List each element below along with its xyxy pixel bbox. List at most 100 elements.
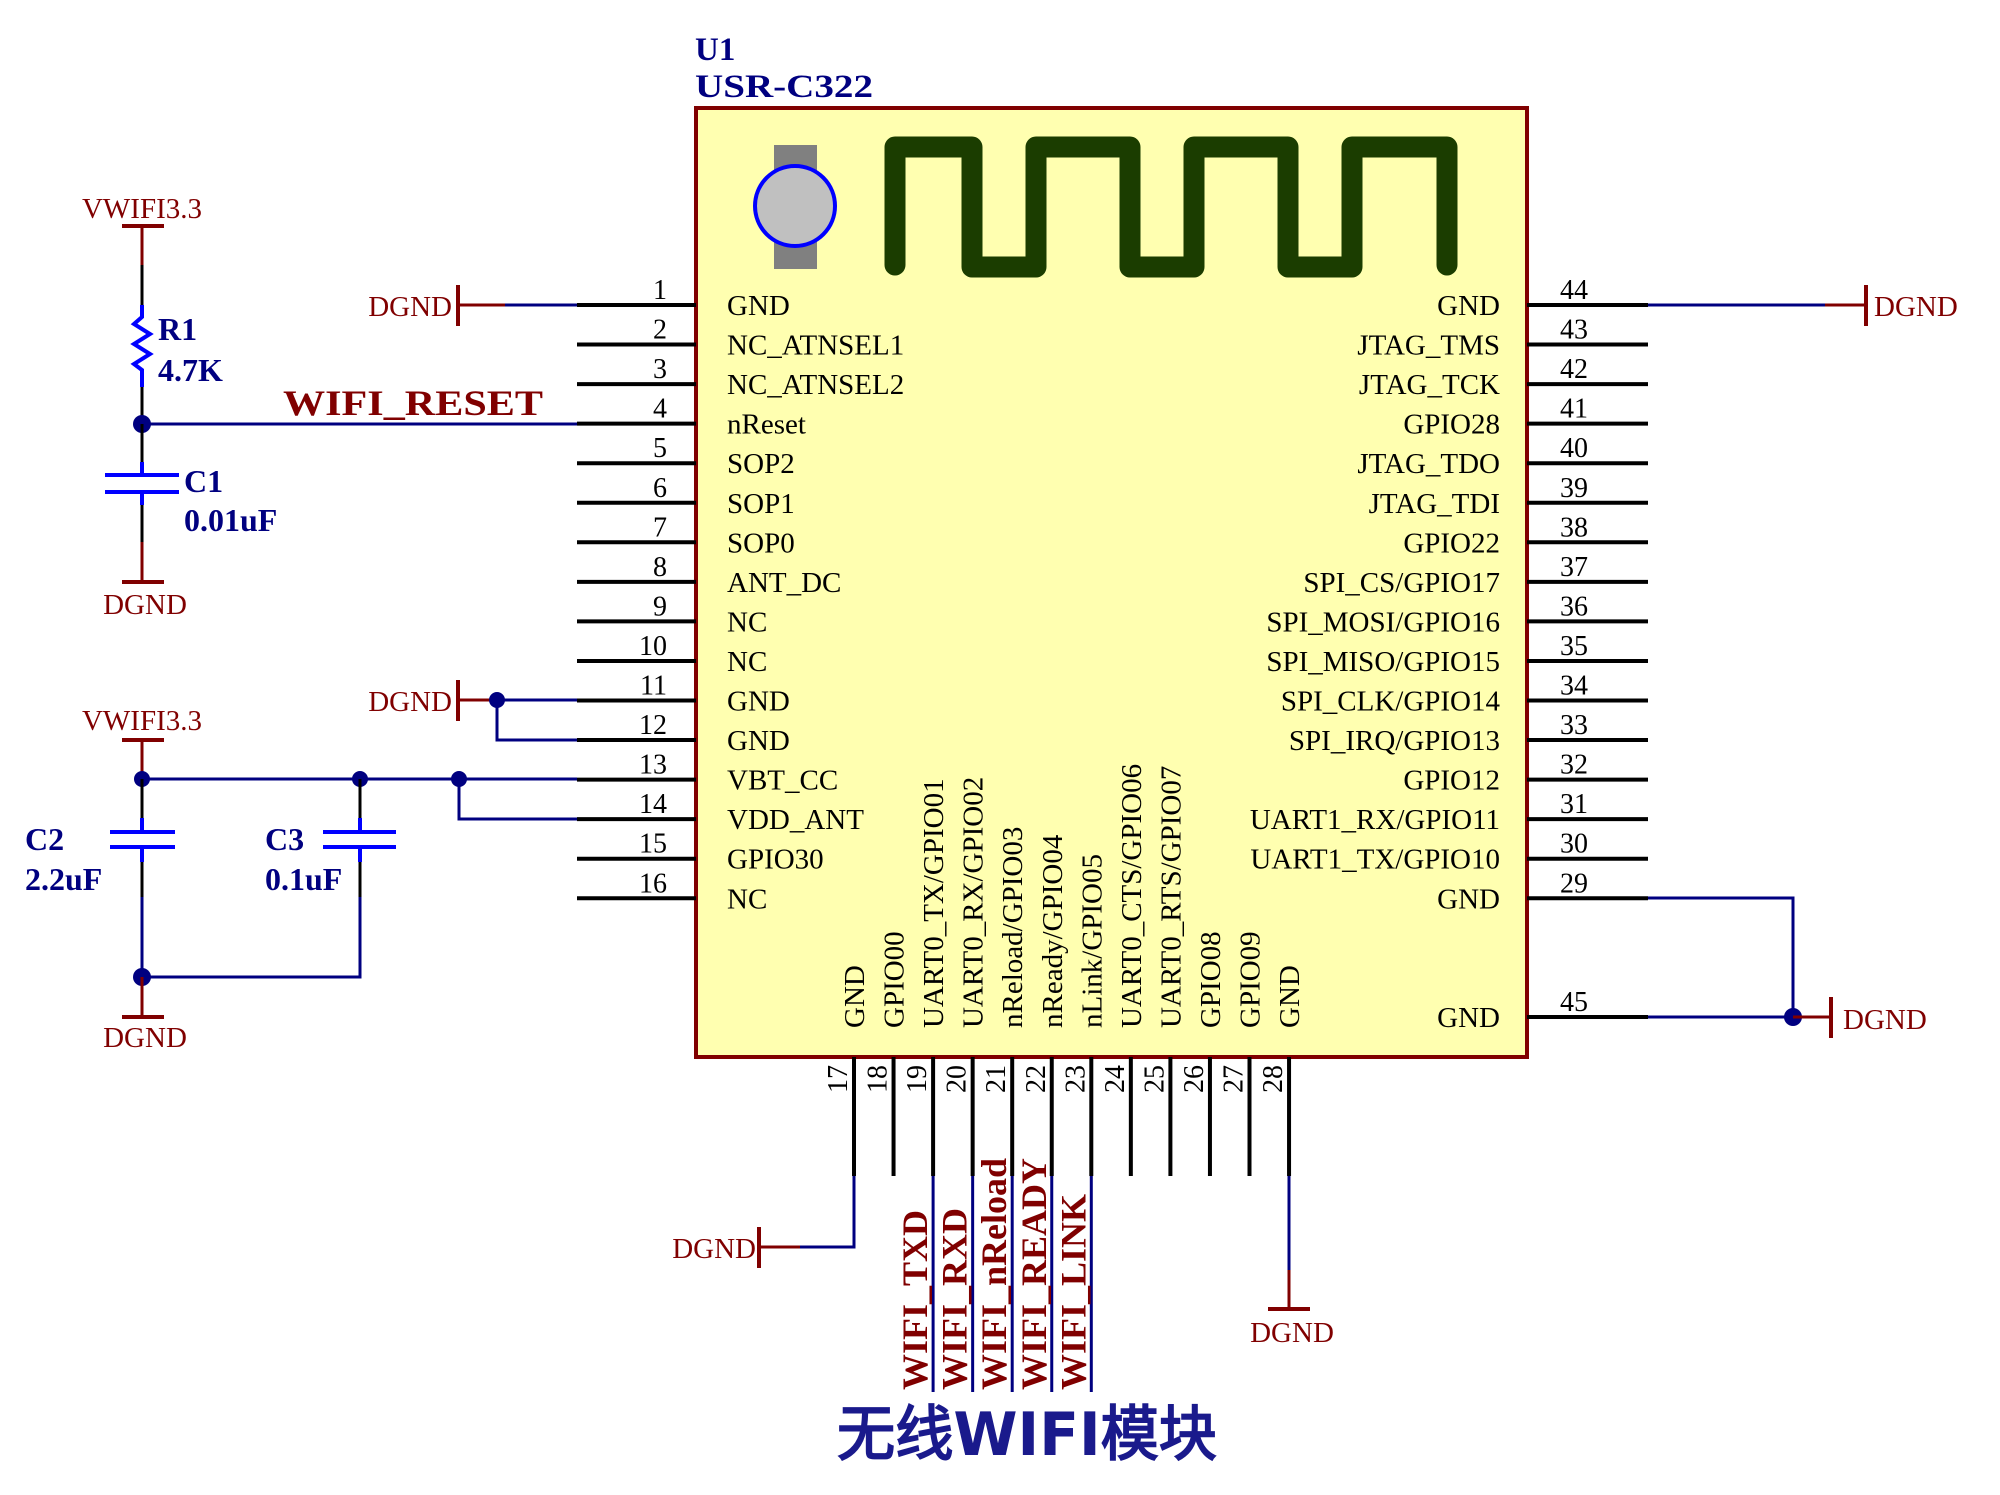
pin-number: 45 — [1560, 987, 1588, 1018]
pin-24[interactable]: 24 UART0_CTS/GPIO06 — [1100, 764, 1148, 1176]
c3-value: 0.1uF — [265, 861, 342, 897]
pin-name: GND — [1437, 290, 1500, 322]
pin-number: 35 — [1560, 631, 1588, 662]
pin-number: 14 — [639, 789, 667, 820]
pin-10[interactable]: 10 NC — [577, 631, 767, 678]
pin-name: nReady/GPIO04 — [1037, 834, 1069, 1028]
capacitor-c3[interactable] — [323, 818, 396, 862]
gnd-label: DGND — [103, 1022, 187, 1054]
pin-name: UART0_CTS/GPIO06 — [1116, 764, 1148, 1028]
pin28-gnd-net: DGND — [1250, 1176, 1334, 1349]
pin-45[interactable]: 45 GND — [1437, 987, 1648, 1034]
pin-name: NC — [727, 606, 767, 638]
c2-designator: C2 — [25, 821, 64, 857]
c1-value: 0.01uF — [184, 502, 277, 538]
pin-name: GPIO28 — [1403, 409, 1500, 441]
module-body[interactable] — [694, 106, 1529, 1059]
pin-name: SPI_MOSI/GPIO16 — [1266, 606, 1500, 638]
module-designator: U1 — [695, 32, 735, 68]
pin-number: 24 — [1100, 1065, 1131, 1093]
pin-number: 39 — [1560, 473, 1588, 504]
bottom-pins: 17GND18GPIO0019UART0_TX/GPIO0120UART0_RX… — [823, 764, 1306, 1176]
capacitor-c2[interactable] — [110, 818, 175, 862]
pin-number: 43 — [1560, 315, 1588, 346]
pin-30[interactable]: 30 UART1_TX/GPIO10 — [1250, 829, 1648, 876]
pin-number: 31 — [1560, 789, 1588, 820]
pin-number: 6 — [653, 473, 667, 504]
pin-name: NC — [727, 646, 767, 678]
pin-number: 33 — [1560, 710, 1588, 741]
pin-name: UART1_TX/GPIO10 — [1250, 844, 1500, 876]
gnd-label: DGND — [1874, 291, 1958, 323]
pin1-gnd-net: DGND — [368, 285, 577, 326]
pin-name: SPI_MISO/GPIO15 — [1266, 646, 1500, 678]
c1-designator: C1 — [184, 463, 223, 499]
pin-35[interactable]: 35 SPI_MISO/GPIO15 — [1266, 631, 1648, 678]
pin-name: VBT_CC — [727, 765, 838, 797]
gnd-label: DGND — [672, 1233, 756, 1265]
pin-name: nReload/GPIO03 — [997, 827, 1029, 1028]
capacitor-c1[interactable] — [105, 462, 179, 505]
pin-name: GPIO22 — [1403, 527, 1500, 559]
pin-name: UART0_RTS/GPIO07 — [1155, 766, 1187, 1028]
junction — [451, 771, 467, 787]
resistor-r1[interactable] — [130, 305, 154, 387]
pin-41[interactable]: 41 GPIO28 — [1403, 394, 1648, 441]
pin-number: 30 — [1560, 829, 1588, 860]
pin-name: JTAG_TCK — [1359, 369, 1500, 401]
pin-number: 27 — [1219, 1065, 1250, 1093]
pin-name: GND — [727, 290, 790, 322]
pin-number: 23 — [1060, 1065, 1091, 1093]
net-wifi-link: WIFI_LINK — [1053, 1176, 1093, 1392]
pin-name: JTAG_TDO — [1357, 448, 1500, 480]
pin-25[interactable]: 25 UART0_RTS/GPIO07 — [1139, 766, 1187, 1176]
pin-number: 10 — [639, 631, 667, 662]
pin-name: GND — [727, 686, 790, 718]
pin-number: 25 — [1139, 1065, 1170, 1093]
pin-number: 32 — [1560, 750, 1588, 781]
pin-name: NC_ATNSEL1 — [727, 330, 904, 362]
pin-name: GND — [1437, 1002, 1500, 1034]
pin-number: 34 — [1560, 671, 1588, 702]
pin-number: 41 — [1560, 394, 1588, 425]
